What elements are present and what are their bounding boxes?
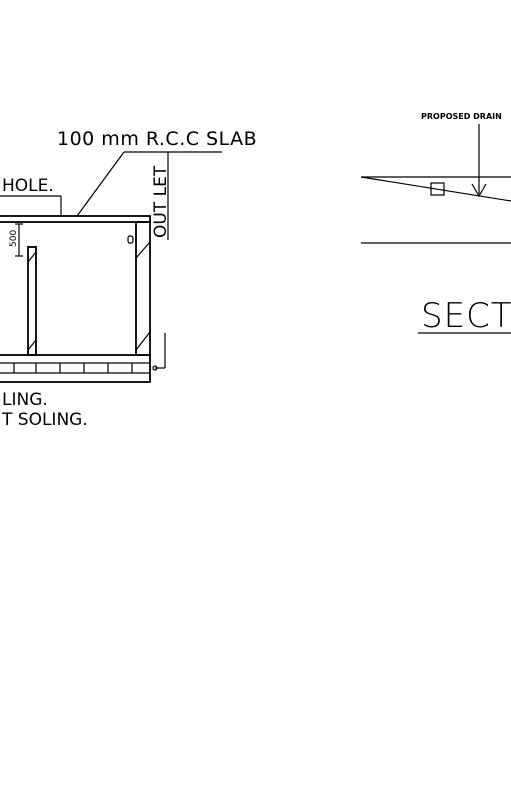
- hatch: [27, 251, 37, 263]
- hatch: [135, 241, 151, 259]
- left-inner-wall: [27, 246, 37, 356]
- outlet-pipe: [127, 235, 134, 244]
- chamber-section: 100 mm R.C.C SLAB HOLE. OUT LET 500: [0, 128, 257, 430]
- outlet-label: OUT LET: [151, 165, 171, 238]
- drain-section: PROPOSED DRAIN SECTI: [360, 112, 511, 336]
- section-title: SECTI: [421, 296, 511, 336]
- soling-label-1: LING.: [2, 390, 48, 410]
- dimension-label: 500: [9, 230, 19, 247]
- pipe-square: [430, 182, 445, 196]
- slab-label: 100 mm R.C.C SLAB: [57, 128, 257, 150]
- soling-label-2: T SOLING.: [1, 410, 88, 430]
- top-slab: [0, 215, 151, 223]
- base-slab: [0, 354, 151, 383]
- slab-leader-line: [76, 151, 125, 217]
- hole-label: HOLE.: [2, 176, 54, 196]
- drop-leader-circle: [152, 365, 158, 371]
- hatch: [27, 339, 37, 351]
- slope-line: [360, 176, 511, 202]
- hatch: [135, 331, 151, 351]
- proposed-drain-label: PROPOSED DRAIN: [421, 112, 502, 121]
